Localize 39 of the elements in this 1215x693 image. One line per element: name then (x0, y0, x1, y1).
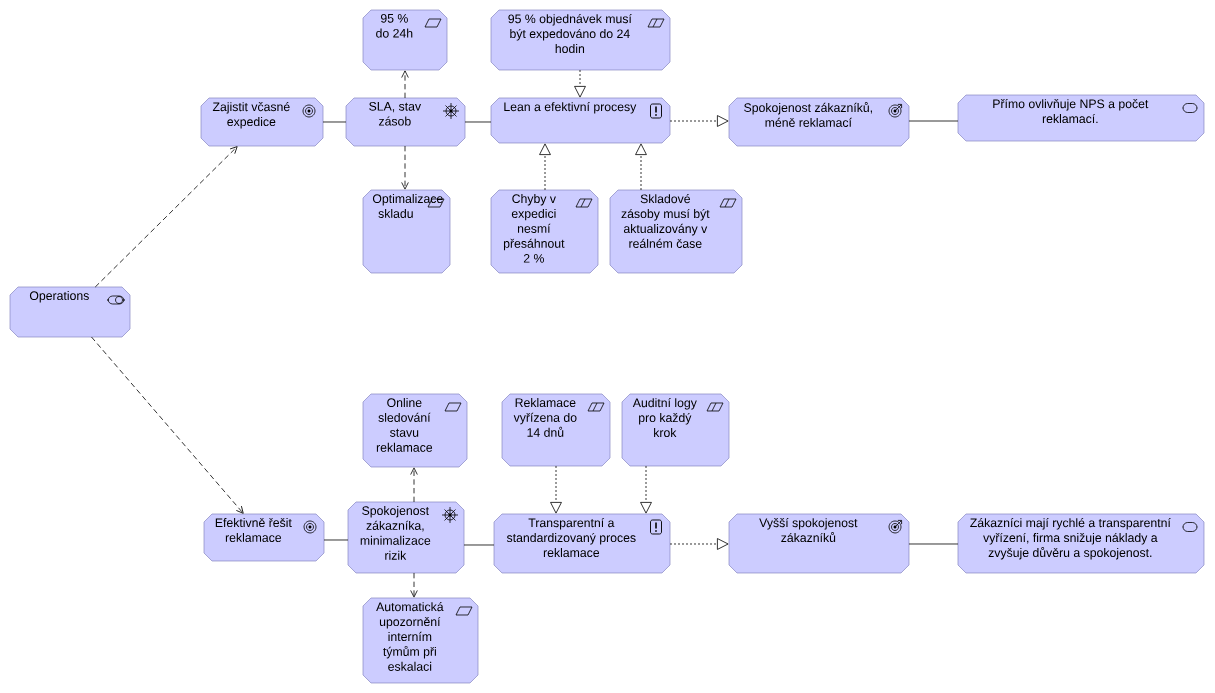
arrow (574, 69, 586, 98)
connector-line (908, 543, 959, 545)
connector-line (463, 544, 495, 546)
arrow (91, 336, 244, 514)
constraint-box: Auditní logy pro každý krok (621, 393, 730, 467)
outcome-box: Spokojenost zákazníků, méně reklamací (728, 97, 910, 147)
arrow (635, 143, 647, 191)
connector-line (464, 121, 492, 123)
requirement-box: Online sledování stavu reklamace (362, 393, 468, 468)
connector-line (908, 120, 959, 122)
constraint-box: Skladové zásoby musí být aktualizovány v reálném čase (609, 189, 743, 274)
arrow (410, 467, 418, 503)
stakeholder-box: Operations (9, 286, 131, 338)
arrow (640, 465, 652, 514)
constraint-box: 95 % objednávek musí být expedováno do 24 hodin (490, 9, 671, 71)
principle-box: Lean a efektivní procesy (490, 97, 671, 144)
arrow (401, 145, 409, 190)
goal-box: Zajistit včasné expedice (200, 97, 324, 147)
constraint-box: Reklamace vyřízena do 14 dnů (501, 393, 611, 467)
driver-box: Spokojenost zákazníka, minimalizace rizik (347, 501, 465, 574)
goal-box: Efektivně řešit reklamace (203, 513, 325, 562)
arrow (94, 146, 238, 288)
arrow (550, 465, 562, 514)
connector-line (322, 121, 347, 123)
arrow (669, 538, 729, 550)
principle-box: Transparentní a standardizovaný proces reklamace (493, 513, 671, 574)
constraint-box: Chyby v expedici nesmí přesáhnout 2 % (490, 189, 599, 274)
requirement-box: 95 % do 24h (362, 9, 448, 71)
arrow (669, 115, 729, 127)
arrow (401, 70, 409, 99)
connector-line (323, 539, 349, 541)
outcome-box: Vyšší spokojenost zákazníků (728, 513, 910, 574)
arrow (539, 143, 551, 191)
meaning-box: Přímo ovlivňuje NPS a počet reklamací. (957, 94, 1205, 142)
requirement-box: Automatická upozornění interním týmům při eskalaci (362, 597, 479, 684)
driver-box: SLA, stav zásob (345, 97, 466, 147)
arrow (410, 572, 418, 598)
meaning-box: Zákazníci mají rychlé a transparentní vyřízení, firma snižuje náklady a zvyšuje důvěru a spokojenost. (957, 513, 1205, 574)
requirement-box: Optimalizace skladu (362, 189, 451, 274)
